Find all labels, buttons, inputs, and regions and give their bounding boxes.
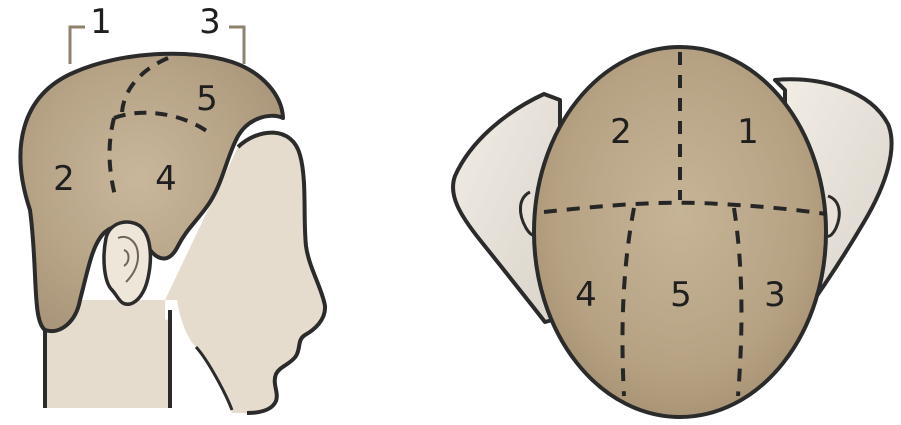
side-label-5: 5 <box>196 79 218 119</box>
top-label-3: 3 <box>764 275 786 315</box>
top-label-1: 1 <box>737 112 759 152</box>
top-label-4: 4 <box>575 275 597 315</box>
top-label-2: 2 <box>610 112 632 152</box>
side-label-1: 1 <box>90 2 112 42</box>
side-label-3: 3 <box>199 2 221 42</box>
side-view: 1 3 5 2 4 <box>20 2 325 413</box>
top-label-5: 5 <box>670 275 692 315</box>
side-label-4: 4 <box>155 159 177 199</box>
side-label-2: 2 <box>53 159 75 199</box>
top-view: 2 1 4 5 3 <box>453 47 892 417</box>
